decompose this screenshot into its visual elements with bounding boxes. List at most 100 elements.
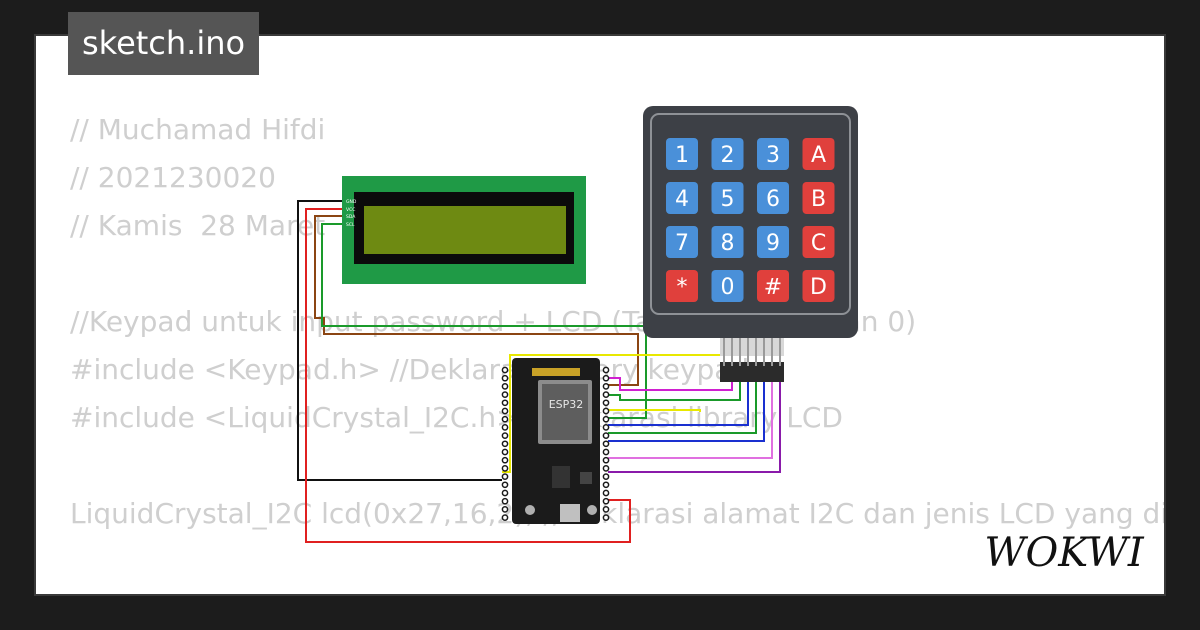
- esp32-pin: [501, 366, 509, 374]
- esp32-pin: [501, 481, 509, 489]
- esp32-pin: [501, 448, 509, 456]
- esp32-pin: [602, 481, 610, 489]
- esp32-pin: [602, 506, 610, 513]
- esp32-pin: [501, 456, 509, 464]
- esp32-pin: [501, 407, 509, 415]
- esp32-pin: [501, 440, 509, 448]
- esp32-pin: [602, 383, 610, 390]
- esp32-pin: [602, 424, 610, 431]
- esp32-pin: [602, 456, 610, 464]
- wire-keypad-6: [608, 380, 765, 442]
- keypad-key-label: D: [810, 275, 827, 300]
- wires: [297, 200, 781, 543]
- keypad-key[interactable]: 8: [711, 226, 744, 258]
- esp32-pin: [602, 489, 610, 497]
- esp32-pin: [602, 366, 610, 374]
- lcd-pin-sda: SDA: [346, 214, 356, 220]
- wire-vcc: [305, 208, 631, 543]
- keypad-keys: 1 2 3 A 4 5 6 B 7 8 9 C * 0 # D: [666, 138, 835, 302]
- keypad-key-label: #: [764, 275, 782, 300]
- keypad-key[interactable]: #: [757, 270, 789, 302]
- esp32-pin: [602, 374, 610, 382]
- membrane-keypad[interactable]: 1 2 3 A 4 5 6 B 7 8 9 C * 0 # D: [643, 106, 858, 382]
- wire-keypad-4: [608, 380, 749, 426]
- esp32-pin: [602, 391, 610, 398]
- esp32-pin: [501, 383, 509, 390]
- keypad-key-label: 1: [675, 143, 689, 168]
- lcd-module[interactable]: GND VCC SDA SCL: [342, 176, 586, 284]
- esp32-pin: [501, 399, 509, 407]
- esp32-pin: [602, 440, 610, 448]
- esp32-pin: [501, 424, 509, 431]
- esp32-pin: [501, 514, 509, 521]
- lcd-pin-labels: GND VCC SDA SCL: [346, 199, 357, 228]
- esp32-pin: [501, 489, 509, 497]
- keypad-key[interactable]: B: [802, 182, 835, 214]
- esp32-pin: [602, 473, 610, 480]
- code-line: LiquidCrystal_I2C lcd(0x27,16,2); //Dekl…: [70, 497, 1166, 530]
- keypad-key-label: A: [811, 143, 826, 168]
- code-line: // Muchamad Hifdi: [70, 113, 326, 146]
- keypad-key-label: 8: [721, 231, 735, 256]
- wire-esp-yellow: [608, 409, 701, 412]
- esp32-pin: [602, 465, 610, 472]
- keypad-key-label: B: [811, 187, 826, 212]
- file-name-tab[interactable]: sketch.ino: [68, 12, 260, 75]
- keypad-key[interactable]: 5: [711, 182, 744, 214]
- lcd-pin-vcc: VCC: [346, 207, 355, 213]
- wokwi-wordmark: WOKWI: [984, 530, 1144, 576]
- code-editor: // Muchamad Hifdi // 2021230020 // Kamis 2…: [70, 106, 1166, 594]
- esp32-pin: [501, 465, 509, 472]
- keypad-key-label: 7: [675, 231, 689, 256]
- code-line: // 2021230020: [70, 161, 276, 194]
- esp32-pin: [602, 448, 610, 456]
- keypad-key[interactable]: C: [802, 226, 835, 258]
- esp32-pin: [501, 432, 509, 439]
- esp32-board[interactable]: ESP32: [501, 358, 610, 524]
- esp32-pin: [602, 432, 610, 439]
- keypad-key-label: 3: [766, 143, 780, 168]
- keypad-key[interactable]: 9: [757, 226, 789, 258]
- keypad-key[interactable]: 2: [711, 138, 744, 170]
- keypad-key[interactable]: 6: [757, 182, 789, 214]
- esp32-pin: [602, 497, 610, 505]
- esp32-pin: [501, 374, 509, 382]
- code-line: const byte ROWS = 4; //Jumlah baris keyp…: [70, 586, 1164, 594]
- keypad-key[interactable]: *: [666, 270, 698, 302]
- keypad-key[interactable]: 4: [666, 182, 698, 214]
- esp32-pin: [501, 497, 509, 505]
- esp32-pins: [501, 366, 610, 521]
- esp32-pin: [501, 415, 509, 423]
- keypad-key-label: 0: [721, 275, 735, 300]
- keypad-key-label: C: [811, 231, 826, 256]
- code-line: // Kamis 28 Maret: [70, 209, 326, 242]
- esp32-pin: [602, 514, 610, 521]
- wire-gnd: [297, 200, 502, 481]
- wire-keypad-8: [608, 380, 781, 473]
- esp32-pin: [602, 415, 610, 423]
- wire-keypad-5: [608, 380, 757, 434]
- lcd-pin-gnd: GND: [346, 199, 357, 205]
- wire-keypad-3: [608, 380, 741, 401]
- keypad-connector: [720, 338, 784, 382]
- keypad-key-label: 9: [766, 231, 780, 256]
- keypad-key-label: 4: [675, 187, 689, 212]
- keypad-key[interactable]: D: [802, 270, 835, 302]
- keypad-key[interactable]: 0: [711, 270, 744, 302]
- keypad-key-label: 5: [721, 187, 735, 212]
- esp32-pin: [501, 391, 509, 398]
- esp32-pin: [602, 399, 610, 407]
- esp32-pin: [501, 506, 509, 513]
- keypad-key[interactable]: 1: [666, 138, 698, 170]
- keypad-key[interactable]: A: [802, 138, 835, 170]
- esp32-pin: [501, 473, 509, 480]
- keypad-key[interactable]: 3: [757, 138, 789, 170]
- keypad-key[interactable]: 7: [666, 226, 698, 258]
- keypad-key-label: *: [677, 275, 688, 300]
- esp32-pin: [602, 407, 610, 415]
- keypad-key-label: 6: [766, 187, 780, 212]
- wire-keypad-2: [608, 377, 733, 391]
- wire-keypad-7: [608, 380, 773, 459]
- keypad-key-label: 2: [721, 143, 735, 168]
